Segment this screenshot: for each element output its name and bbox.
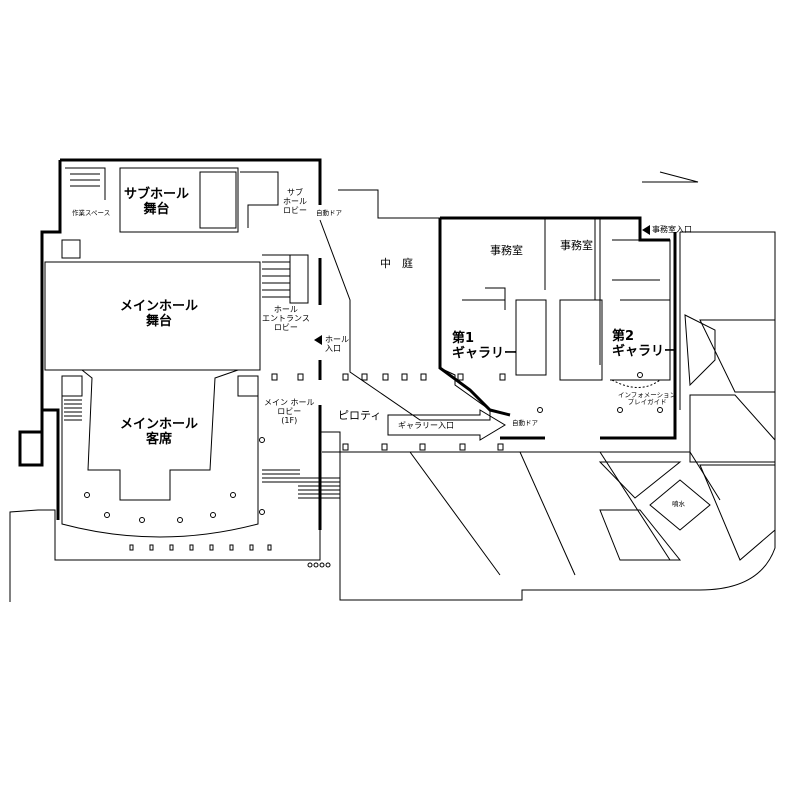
- landscape-3: [689, 394, 776, 463]
- hall-entrance-arrow: [314, 335, 322, 345]
- office-2-label: 事務室: [560, 239, 593, 252]
- fountain-label: 噴水: [672, 500, 685, 508]
- work-space-label: 作業スペース: [72, 209, 111, 217]
- gallery-entrance-arrow: [387, 409, 506, 441]
- road-line-2: [420, 451, 576, 576]
- auto-door-2-label: 自動ドア: [512, 419, 538, 427]
- sub-hall-lobby-label: サブ ホール ロビー: [283, 188, 307, 216]
- auto-door-label: 自動ドア: [316, 209, 342, 217]
- landscape-1: [684, 314, 716, 387]
- site-boundary: [9, 231, 776, 602]
- north-arrow: [642, 171, 699, 183]
- fountain-diamond: [649, 479, 711, 531]
- gallery-1-label: 第1 ギャラリー: [452, 331, 518, 361]
- landscape-4: [598, 461, 682, 499]
- landscape-5: [699, 464, 776, 561]
- road-line-3: [530, 451, 671, 561]
- landscape-2: [699, 319, 776, 393]
- hall-entrance-lobby-label: ホール エントランス ロビー: [262, 305, 310, 333]
- main-hall-stage-label: メインホール 舞台: [120, 299, 199, 329]
- main-hall-lobby-label: メイン ホール ロビー (1F): [264, 398, 315, 426]
- courtyard-label: 中 庭: [380, 257, 413, 270]
- office-entrance-label: 事務室入口: [652, 225, 692, 234]
- hall-entrance-label: ホール 入口: [325, 335, 349, 354]
- gallery-entrance-label: ギャラリー入口: [398, 421, 454, 430]
- piloti-label: ピロティ: [338, 409, 382, 422]
- sub-hall-stage-label: サブホール 舞台: [124, 187, 190, 217]
- seating-outline: [81, 369, 239, 501]
- courtyard-outline: [319, 189, 491, 421]
- office-1-label: 事務室: [490, 244, 523, 257]
- road-line-1: [340, 451, 501, 576]
- road-line-4: [600, 451, 721, 501]
- gallery-2-label: 第2 ギャラリー: [612, 329, 678, 359]
- office-entrance-arrow: [642, 225, 650, 235]
- info-playguide-label: インフォメーション プレイガイド: [618, 391, 677, 407]
- main-hall-wall: [18, 158, 322, 530]
- gallery-wall: [438, 216, 677, 440]
- main-hall-seats-label: メインホール 客席: [120, 417, 199, 447]
- landscape-6: [599, 509, 682, 561]
